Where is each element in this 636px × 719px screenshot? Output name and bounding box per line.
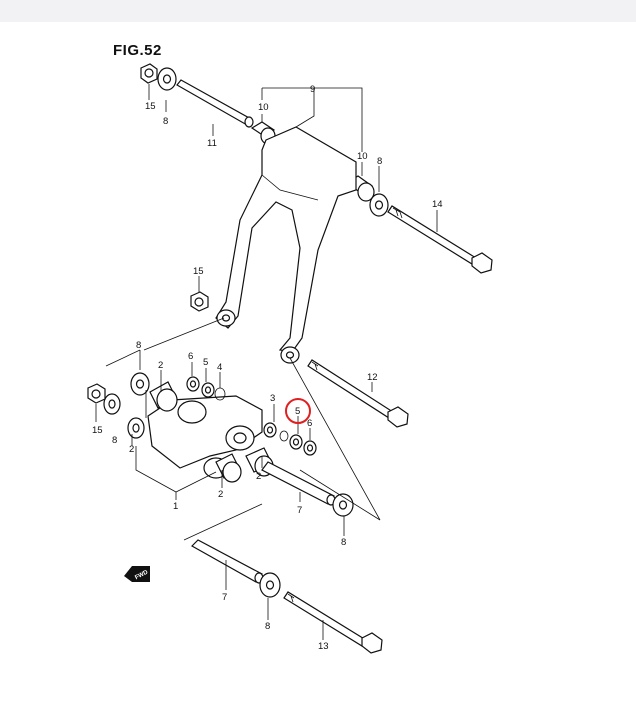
callout-12: 12 [367,372,378,383]
callout-5: 5 [295,406,300,417]
figure-title: FIG.52 [113,42,162,59]
callout-2: 2 [158,360,163,371]
callout-4: 4 [217,362,222,373]
callout-10: 10 [258,102,269,113]
grouping-lines [95,84,438,640]
callout-8: 8 [112,435,117,446]
fwd-arrow-icon: FWD [124,566,150,582]
callout-6: 6 [188,351,193,362]
part-rod-1 [147,395,263,479]
callout-13: 13 [318,641,329,652]
callout-8: 8 [163,116,168,127]
callout-8: 8 [377,156,382,167]
part-collar-7-lower [191,539,264,584]
part-collar-7-upper [261,461,336,506]
part-seal-5-lower [289,434,303,450]
part-lever-9 [215,126,357,364]
part-seal-3 [263,422,277,438]
callout-8: 8 [341,537,346,548]
callout-7: 7 [222,592,227,603]
part-bolt-14 [387,205,493,274]
callout-15: 15 [193,266,204,277]
callout-6: 6 [307,418,312,429]
callout-1: 1 [173,501,178,512]
callout-labels: 15 8 11 10 9 10 8 14 15 8 2 6 5 4 12 3 5… [92,84,443,652]
part-washer-8-upper [157,67,177,91]
callout-7: 7 [297,505,302,516]
part-bolt-11 [176,79,254,128]
callout-3: 3 [270,393,275,404]
part-seal-6-lower [303,440,317,456]
top-bar [0,0,636,22]
callout-9: 9 [310,84,315,95]
part-nut-15-upper [140,63,158,84]
callout-2: 2 [256,471,261,482]
part-washer-8-mid-right [332,493,354,517]
part-bearing-2-a [149,381,178,412]
part-nut-15-middle [190,291,209,312]
part-ring-small [279,430,289,442]
part-bolt-12 [307,359,409,428]
callout-14: 14 [432,199,443,210]
part-washer-8-bottom [259,572,281,598]
callout-8: 8 [136,340,141,351]
part-washer-8-right [369,193,389,217]
part-washer-8-lower-left [130,372,150,396]
callout-10: 10 [357,151,368,162]
callout-11: 11 [207,138,217,149]
part-washer-8-lower-left-2 [103,393,121,415]
part-bearing-2-b [127,417,145,439]
highlight-circle [285,398,311,424]
part-seal-5-upper [201,382,215,398]
part-bolt-13 [283,591,383,654]
callout-5: 5 [203,357,208,368]
callout-8: 8 [265,621,270,632]
callout-2: 2 [129,444,134,455]
part-nut-15-lower [87,383,106,404]
callout-15: 15 [92,425,103,436]
callout-15: 15 [145,101,156,112]
callout-2: 2 [218,489,223,500]
part-seal-6-upper [186,376,200,392]
